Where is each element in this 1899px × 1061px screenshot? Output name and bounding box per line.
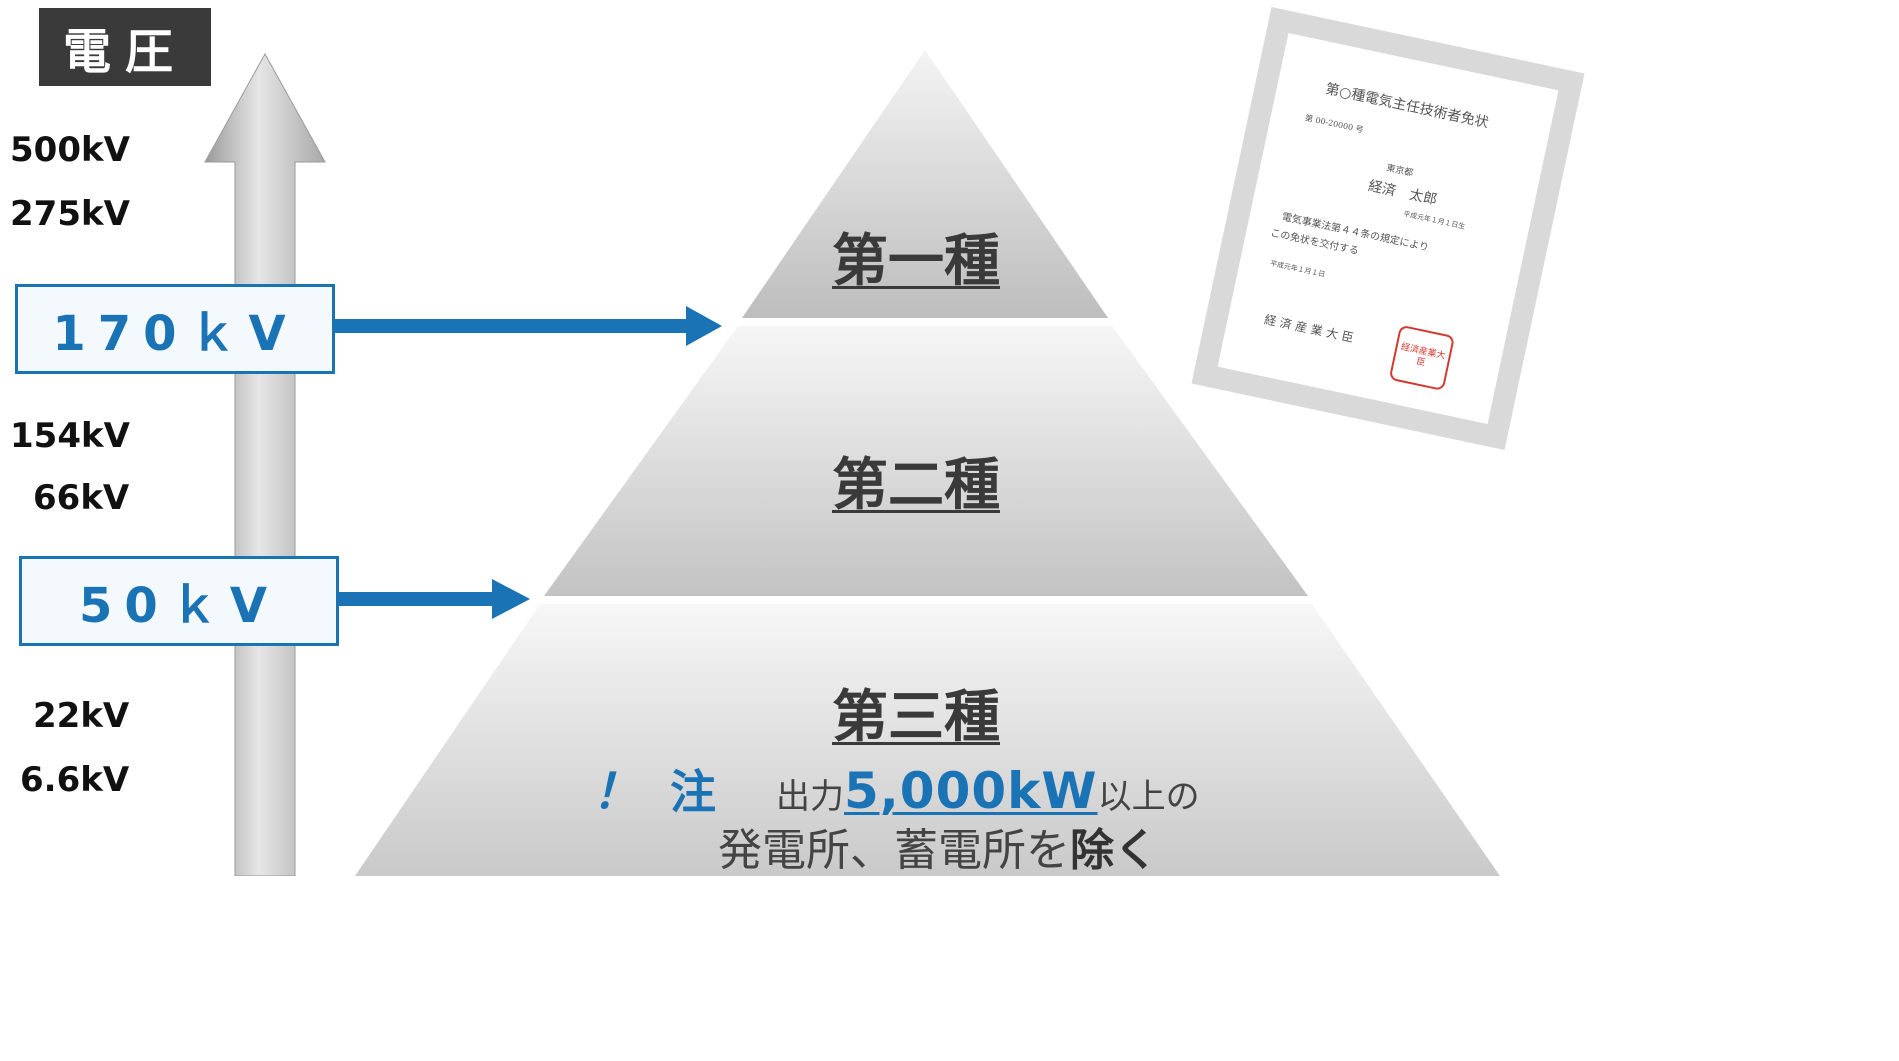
arrow-170kv-to-tier1 [334,306,722,346]
note-prefix: 出力 [776,777,845,817]
pyramid-tier-3 [355,604,1500,876]
exclamation-icon: ！ [592,764,641,820]
voltage-label-154kv: 154kV [10,416,130,456]
note-line2-main: 発電所、蓄電所を [718,825,1070,876]
tier-label-1: 第一種 [832,229,1000,294]
note-line-2: 発電所、蓄電所を除く [718,814,1158,878]
certificate-number: 第 00-20000 号 [1304,113,1365,135]
threshold-170kv-box: 170ｋV [15,284,335,374]
certificate-paper: 第○種電気主任技術者免状 第 00-20000 号 東京都 経済 太郎 平成元年… [1217,33,1559,424]
certificate-issuer: 経 済 産 業 大 臣 [1262,312,1355,346]
note-suffix: 以上の [1097,777,1200,817]
threshold-50kv-box: 50ｋV [19,556,339,646]
tier-label-3: 第三種 [832,685,1000,750]
pyramid-tier-2 [544,326,1308,596]
certificate-prefecture: 東京都 [1385,163,1414,179]
voltage-title: 電圧 [39,8,211,86]
pyramid-tier-1 [742,50,1108,318]
certificate-date: 平成元年１月１日 [1269,259,1326,279]
voltage-label-22kv: 22kV [33,696,130,736]
arrow-50kv-to-tier2 [338,579,530,619]
voltage-label-6-6kv: 6.6kV [20,760,130,800]
diagram-canvas [204,50,1500,876]
note-word: 注 [670,765,717,819]
note-line2-strong: 除く [1070,825,1158,876]
note-value: 5,000kW [844,762,1098,820]
voltage-label-275kv: 275kV [10,194,130,234]
certificate-birth: 平成元年１月１日生 [1402,209,1466,231]
voltage-label-500kv: 500kV [10,130,130,170]
note-line-1: ！ 注 出力5,000kW以上の [592,752,1200,822]
certificate-name: 経済 太郎 [1366,178,1439,209]
voltage-axis-arrow [204,52,326,876]
tier-label-2: 第二種 [832,453,1000,518]
certificate-seal: 経済産業大臣 [1388,324,1456,392]
voltage-label-66kv: 66kV [33,478,130,518]
